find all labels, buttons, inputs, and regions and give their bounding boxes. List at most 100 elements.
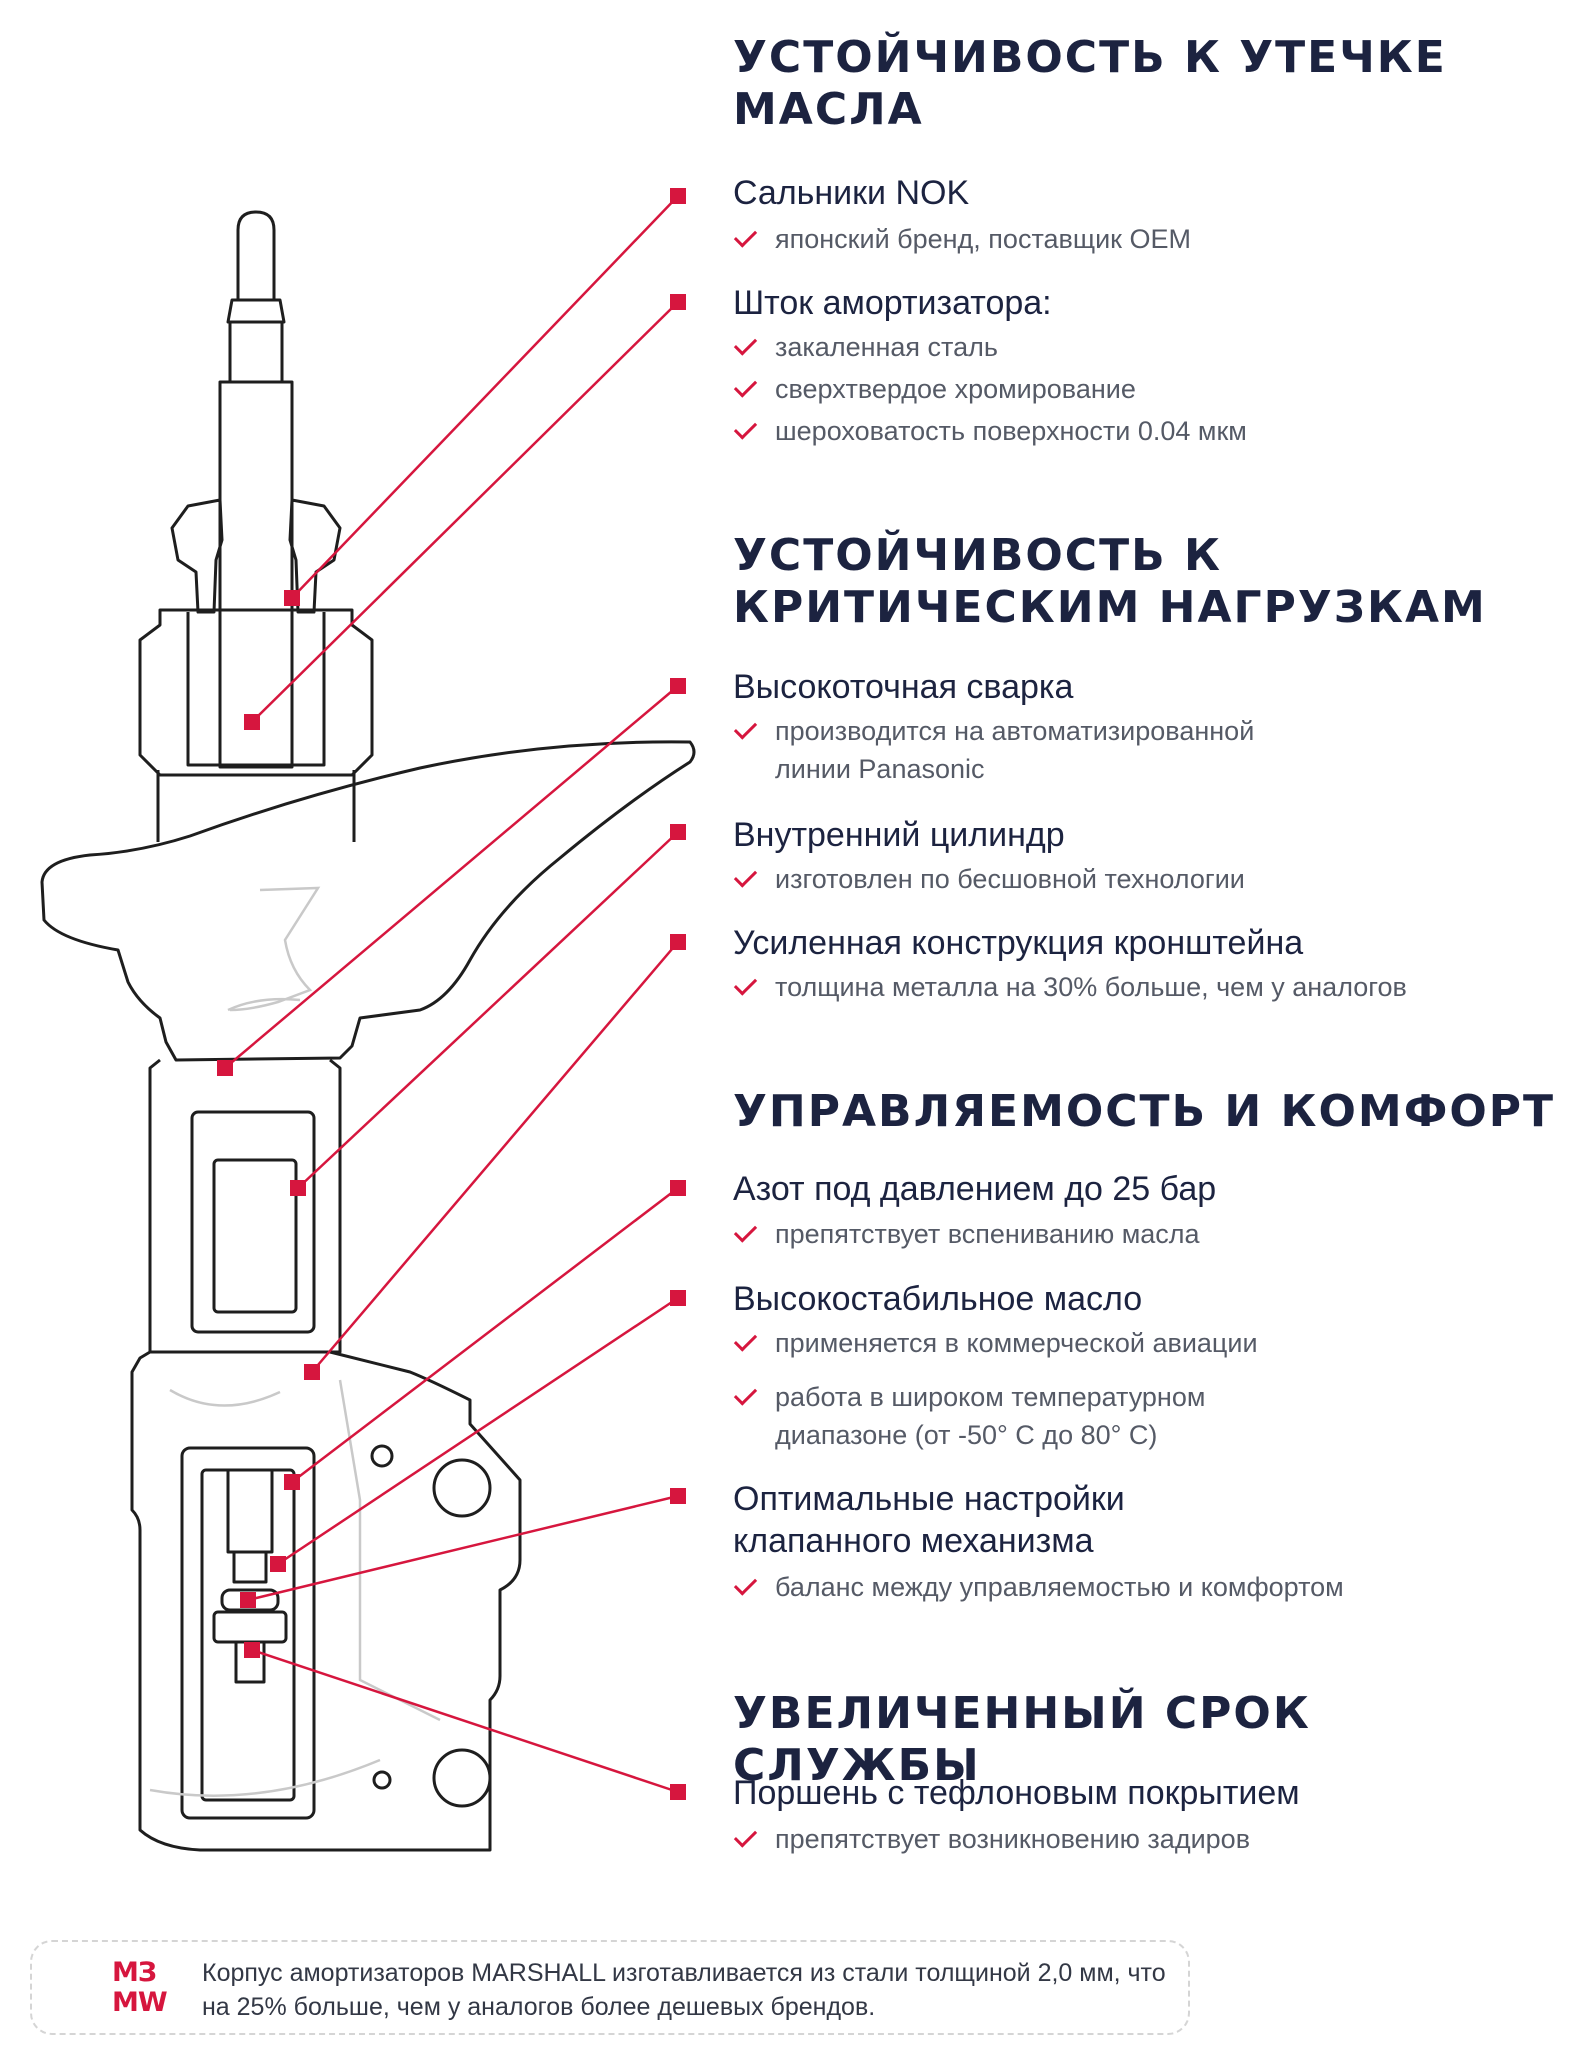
check-icon bbox=[733, 716, 758, 740]
info-note: МЗ МW Корпус амортизаторов MARSHALL изго… bbox=[30, 1940, 1190, 2035]
piston-rod-lower bbox=[226, 1470, 274, 1554]
callout-line bbox=[297, 831, 679, 1189]
feature-item-text: японский бренд, поставщик OEM bbox=[775, 224, 1191, 254]
callout-line bbox=[251, 1648, 679, 1794]
callout-marker-part bbox=[290, 1180, 306, 1196]
feature-item-text: препятствует вспениванию масла bbox=[775, 1219, 1200, 1249]
feature-item-text: шероховатость поверхности 0.04 мкм bbox=[775, 416, 1247, 446]
callout-marker-part bbox=[244, 1642, 260, 1658]
feature-item: производится на автоматизированной линии… bbox=[733, 712, 1254, 788]
rod-upper bbox=[228, 320, 284, 384]
callout-marker-label bbox=[670, 678, 686, 694]
callout-oil bbox=[270, 1290, 686, 1572]
callout-nok-seals bbox=[284, 188, 686, 606]
feature-item: толщина металла на 30% больше, чем у ана… bbox=[733, 968, 1407, 1006]
callout-marker-part bbox=[270, 1556, 286, 1572]
callout-marker-label bbox=[670, 1180, 686, 1196]
callout-marker-part bbox=[217, 1060, 233, 1076]
check-icon bbox=[733, 1382, 758, 1406]
check-icon bbox=[733, 332, 758, 356]
feature-item-text: работа в широком температурном диапазоне… bbox=[775, 1382, 1206, 1450]
mount-hole-large-1 bbox=[432, 1458, 492, 1518]
callout-marker-part bbox=[284, 1474, 300, 1490]
callout-marker-part bbox=[284, 590, 300, 606]
feature-item: препятствует возникновению задиров bbox=[733, 1820, 1250, 1858]
top-cap bbox=[138, 608, 374, 777]
callout-line bbox=[224, 685, 679, 1069]
feature-title: Поршень с тефлоновым покрытием bbox=[733, 1774, 1300, 1812]
feature-item: баланс между управляемостью и комфортом bbox=[733, 1568, 1344, 1606]
callout-marker-label bbox=[670, 1290, 686, 1306]
section-title: УВЕЛИЧЕННЫЙ СРОК СЛУЖБЫ bbox=[733, 1688, 1311, 1791]
note-text: Корпус амортизаторов MARSHALL изготавлив… bbox=[202, 1959, 1166, 2021]
check-icon bbox=[733, 972, 758, 996]
callout-inner-cylinder bbox=[290, 824, 686, 1196]
lower-window-outer bbox=[180, 1446, 316, 1820]
mount-hole-small-2 bbox=[372, 1770, 392, 1790]
check-icon bbox=[733, 374, 758, 398]
section-title: УПРАВЛЯЕМОСТЬ И КОМФОРТ bbox=[733, 1086, 1556, 1137]
body-tube bbox=[148, 1058, 342, 1354]
callout-marker-part bbox=[244, 714, 260, 730]
feature-item: закаленная сталь bbox=[733, 328, 998, 366]
feature-title: Сальники NOK bbox=[733, 174, 970, 212]
upper-tube bbox=[156, 770, 356, 842]
top-cap-inner bbox=[186, 612, 326, 767]
feature-item-text: препятствует возникновению задиров bbox=[775, 1824, 1251, 1854]
feature-item: применяется в коммерческой авиации bbox=[733, 1324, 1258, 1362]
lower-window bbox=[200, 1468, 296, 1802]
check-icon bbox=[733, 1572, 758, 1596]
feature-title: Азот под давлением до 25 бар bbox=[733, 1170, 1217, 1208]
check-icon bbox=[733, 864, 758, 888]
section-title: УСТОЙЧИВОСТЬ К КРИТИЧЕСКИМ НАГРУЗКАМ bbox=[733, 530, 1487, 633]
feature-item: изготовлен по бесшовной технологии bbox=[733, 860, 1245, 898]
rod-collar bbox=[226, 298, 286, 324]
callout-line bbox=[291, 1187, 679, 1483]
callout-marker-part bbox=[240, 1592, 256, 1608]
shock-absorber-outline bbox=[40, 210, 696, 1852]
callout-welding bbox=[217, 678, 686, 1076]
knuckle-bracket bbox=[130, 1350, 522, 1852]
rod-tip bbox=[236, 210, 276, 302]
callout-valve bbox=[240, 1488, 686, 1608]
callout-rod bbox=[244, 294, 686, 730]
callout-layer bbox=[217, 188, 686, 1800]
feature-item-text: изготовлен по бесшовной технологии bbox=[775, 864, 1245, 894]
mount-hole-small-1 bbox=[370, 1444, 394, 1468]
feature-item-text: закаленная сталь bbox=[775, 332, 998, 362]
feature-item: сверхтвердое хромирование bbox=[733, 370, 1136, 408]
seal-clip-right bbox=[288, 498, 342, 614]
mount-hole-large-2 bbox=[432, 1748, 492, 1808]
feature-title: Внутренний цилиндр bbox=[733, 816, 1065, 854]
inner-window-outer bbox=[190, 1110, 316, 1334]
callout-line bbox=[277, 1296, 679, 1566]
callout-marker-label bbox=[670, 1784, 686, 1800]
callout-piston bbox=[244, 1642, 686, 1800]
seal-clip-left bbox=[170, 498, 224, 614]
check-icon bbox=[733, 1824, 758, 1848]
feature-title: Оптимальные настройки клапанного механиз… bbox=[733, 1480, 1125, 1560]
feature-item-text: толщина металла на 30% больше, чем у ана… bbox=[775, 972, 1407, 1002]
check-icon bbox=[733, 224, 758, 248]
feature-item-text: применяется в коммерческой авиации bbox=[775, 1328, 1258, 1358]
callout-line bbox=[247, 1494, 679, 1602]
callout-line bbox=[251, 301, 679, 723]
inner-window bbox=[212, 1158, 298, 1314]
feature-item-text: баланс между управляемостью и комфортом bbox=[775, 1572, 1344, 1602]
callout-marker-part bbox=[304, 1364, 320, 1380]
rod-main bbox=[218, 380, 294, 769]
feature-item-text: производится на автоматизированной линии… bbox=[775, 716, 1255, 784]
callout-marker-label bbox=[670, 934, 686, 950]
piston bbox=[212, 1610, 288, 1644]
marshall-logo: МЗ МW bbox=[112, 1957, 168, 2018]
feature-item: шероховатость поверхности 0.04 мкм bbox=[733, 412, 1247, 450]
callout-marker-label bbox=[670, 824, 686, 840]
valve-disc bbox=[220, 1588, 280, 1612]
section-title: УСТОЙЧИВОСТЬ К УТЕЧКЕ МАСЛА bbox=[733, 32, 1447, 135]
check-icon bbox=[733, 1328, 758, 1352]
feature-item: японский бренд, поставщик OEM bbox=[733, 220, 1191, 258]
feature-item: препятствует вспениванию масла bbox=[733, 1215, 1200, 1253]
callout-nitrogen bbox=[284, 1180, 686, 1490]
check-icon bbox=[733, 416, 758, 440]
